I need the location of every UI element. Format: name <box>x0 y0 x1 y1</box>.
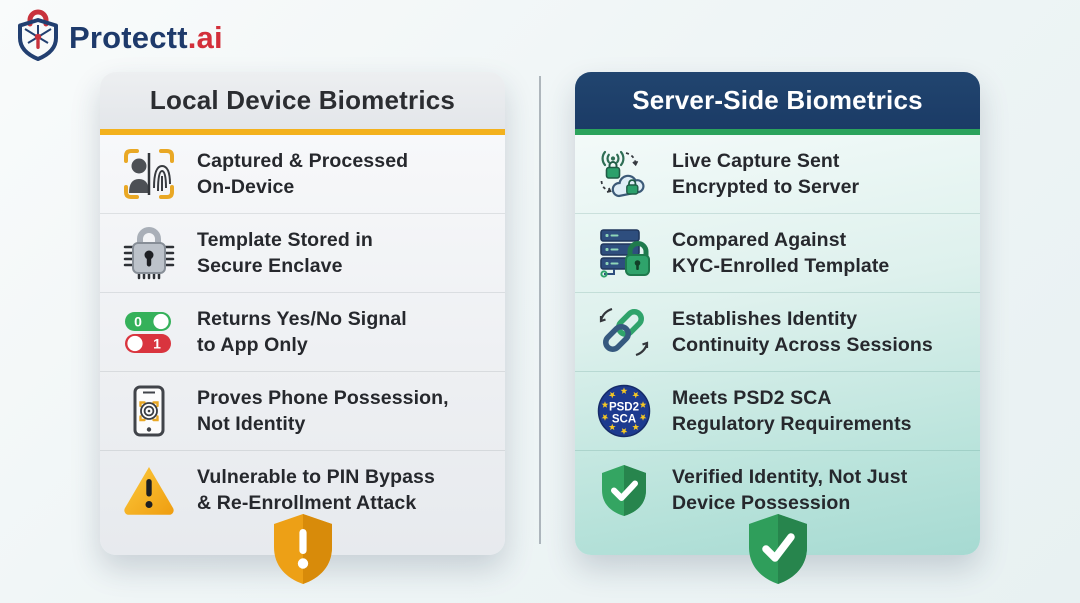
list-item: PSD2 SCA Meets PSD2 SCA Regulatory Requi… <box>575 372 980 451</box>
list-item: Live Capture Sent Encrypted to Server <box>575 135 980 214</box>
vertical-divider <box>539 76 541 544</box>
warning-shield-icon <box>270 512 336 591</box>
list-item: Template Stored in Secure Enclave <box>100 214 505 293</box>
right-card-title: Server-Side Biometrics <box>575 72 980 129</box>
right-card-body: Live Capture Sent Encrypted to Server <box>575 135 980 555</box>
check-shield-icon <box>745 512 811 591</box>
list-item: Establishes Identity Continuity Across S… <box>575 293 980 372</box>
left-card-body: Captured & Processed On-Device <box>100 135 505 555</box>
list-item-label: Verified Identity, Not Just Device Posse… <box>672 466 908 514</box>
warning-triangle-icon <box>120 461 178 519</box>
list-item: Proves Phone Possession, Not Identity <box>100 372 505 451</box>
list-item: Verified Identity, Not Just Device Posse… <box>575 451 980 529</box>
brand-logo: Protectt.ai <box>16 9 223 66</box>
list-item-label: Compared Against KYC-Enrolled Template <box>672 229 890 277</box>
list-item-label: Captured & Processed On-Device <box>197 150 409 198</box>
encrypted-upload-cloud-icon <box>595 145 653 203</box>
local-device-biometrics-card: Local Device Biometrics <box>100 72 505 584</box>
server-side-biometrics-card: Server-Side Biometrics <box>575 72 980 584</box>
svg-text:0: 0 <box>134 314 142 330</box>
toggle-switches-icon: 0 1 <box>120 303 178 361</box>
list-item-label: Template Stored in Secure Enclave <box>197 229 373 277</box>
face-fingerprint-scan-icon <box>120 145 178 203</box>
svg-text:SCA: SCA <box>612 414 636 426</box>
list-item-label: Proves Phone Possession, Not Identity <box>197 387 449 435</box>
brand-name: Protectt.ai <box>69 22 223 53</box>
list-item: Compared Against KYC-Enrolled Template <box>575 214 980 293</box>
chain-links-icon <box>595 303 653 361</box>
svg-text:PSD2: PSD2 <box>609 402 639 414</box>
shield-check-icon <box>595 461 653 519</box>
list-item-label: Meets PSD2 SCA Regulatory Requirements <box>672 387 912 435</box>
list-item-label: Establishes Identity Continuity Across S… <box>672 308 933 356</box>
svg-text:1: 1 <box>153 336 161 352</box>
phone-fingerprint-icon <box>120 382 178 440</box>
list-item: Captured & Processed On-Device <box>100 135 505 214</box>
right-accent-bar <box>575 129 980 135</box>
protectt-shield-lock-icon <box>16 9 60 66</box>
list-item-label: Live Capture Sent Encrypted to Server <box>672 150 860 198</box>
list-item-label: Returns Yes/No Signal to App Only <box>197 308 407 356</box>
list-item-label: Vulnerable to PIN Bypass & Re-Enrollment… <box>197 466 435 514</box>
secure-enclave-chip-lock-icon <box>120 224 178 282</box>
server-lock-icon <box>595 224 653 282</box>
psd2-sca-eu-badge-icon: PSD2 SCA <box>595 382 653 440</box>
brand-name-suffix: .ai <box>187 20 223 55</box>
list-item: 0 1 Returns Yes/No Signal to App Only <box>100 293 505 372</box>
left-accent-bar <box>100 129 505 135</box>
brand-name-main: Protectt <box>69 20 188 55</box>
list-item: Vulnerable to PIN Bypass & Re-Enrollment… <box>100 451 505 529</box>
left-card-title: Local Device Biometrics <box>100 72 505 129</box>
